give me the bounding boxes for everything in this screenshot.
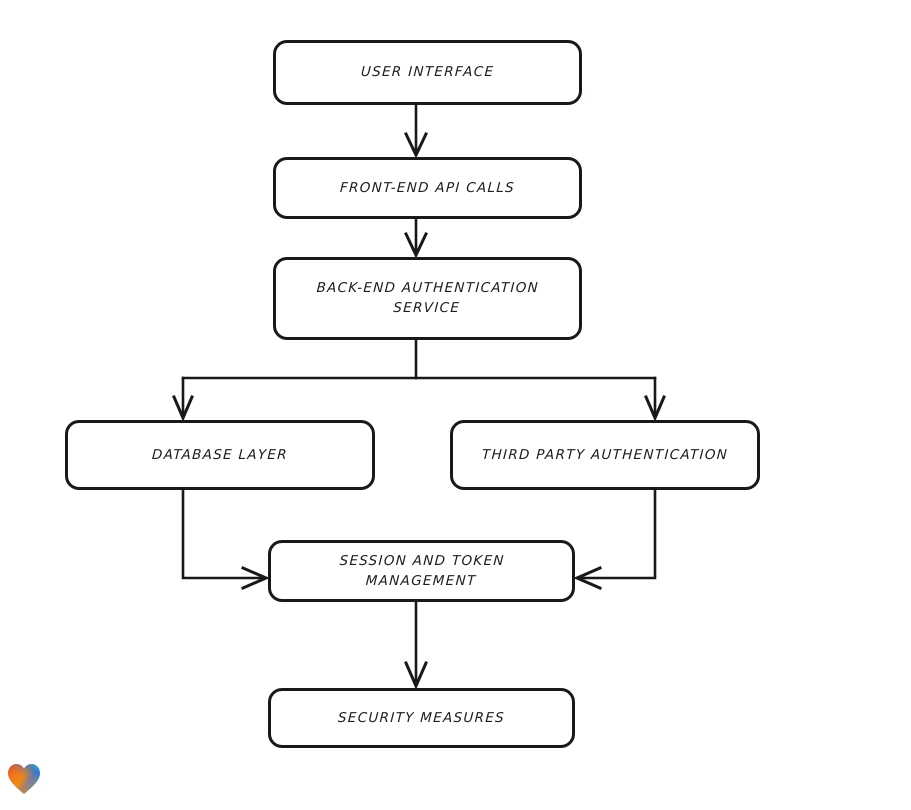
node-label-user-interface: USER INTERFACE xyxy=(360,64,495,81)
node-session-token-mgmt[interactable]: SESSION AND TOKEN MANAGEMENT xyxy=(268,540,575,602)
node-database-layer[interactable]: DATABASE LAYER xyxy=(65,420,375,490)
node-label-front-end-api-calls: FRONT-END API CALLS xyxy=(339,179,516,196)
node-label-security-measures: SECURITY MEASURES xyxy=(337,709,506,726)
edge-auth-split-bus xyxy=(181,338,657,380)
node-front-end-api-calls[interactable]: FRONT-END API CALLS xyxy=(273,157,582,219)
node-label-session-token-mgmt: SESSION AND TOKEN MANAGEMENT xyxy=(338,552,506,589)
node-label-third-party-auth: THIRD PARTY AUTHENTICATION xyxy=(481,446,729,463)
node-label-back-end-auth-service: BACK-END AUTHENTICATION SERVICE xyxy=(316,280,540,317)
node-security-measures[interactable]: SECURITY MEASURES xyxy=(268,688,575,748)
edge-database-to-session xyxy=(181,488,270,590)
edge-ui-to-api xyxy=(404,103,428,159)
heart-icon xyxy=(8,764,40,794)
node-third-party-auth[interactable]: THIRD PARTY AUTHENTICATION xyxy=(450,420,760,490)
edge-auth-to-database xyxy=(172,376,194,422)
node-user-interface[interactable]: USER INTERFACE xyxy=(273,40,582,105)
edge-thirdparty-to-session xyxy=(573,488,657,590)
edge-session-to-security xyxy=(404,600,428,690)
node-label-database-layer: DATABASE LAYER xyxy=(151,446,289,463)
node-back-end-auth-service[interactable]: BACK-END AUTHENTICATION SERVICE xyxy=(273,257,582,340)
edge-api-to-auth xyxy=(404,217,428,259)
edge-auth-to-thirdparty xyxy=(644,376,666,422)
